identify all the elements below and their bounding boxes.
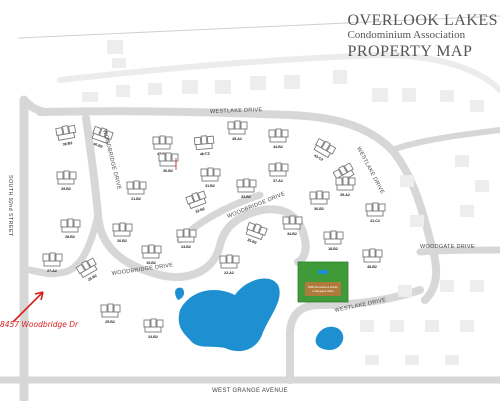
building-label: 36-B2 [314, 207, 324, 211]
building-44-B2: 44-B2 [268, 128, 289, 149]
building-35-B2: 35-B2 [245, 221, 268, 245]
building-34-B2: 34-B2 [282, 215, 303, 236]
title-line-1: OVERLOOK LAKES [347, 12, 498, 29]
ghost-road [57, 52, 500, 93]
building-30-B2: 30-B2 [158, 152, 179, 173]
building-31-B2: 31-B2 [200, 167, 221, 188]
building-label: 29-B2 [61, 187, 71, 191]
woodgate-drive-label: WOODGATE DRIVE [420, 244, 475, 250]
building-label: 33-B2 [241, 195, 251, 199]
recreation-facility-pool [318, 270, 328, 274]
building-label: 30-B2 [163, 169, 173, 173]
title-line-3: PROPERTY MAP [347, 43, 473, 60]
property-boundary [17, 15, 500, 39]
building-label: 28-B2 [65, 235, 75, 239]
woodbridge-drive-bottom [26, 211, 102, 278]
building-label: 32-B2 [195, 207, 206, 214]
building-label: 31-B2 [205, 184, 215, 188]
westlake-drive-bottom [286, 286, 424, 384]
main-lake [178, 278, 280, 352]
woodgate-drive [416, 246, 500, 256]
recreation-facility-building [305, 282, 341, 296]
building-label: 26-B2 [87, 274, 97, 282]
building-label: 35-B2 [247, 238, 258, 245]
building-27-A2: 27-A2 [42, 252, 63, 273]
building-20-B2: 20-B2 [112, 222, 133, 243]
building-label: 22-A2 [224, 271, 234, 275]
building-38-B2: 38-B2 [55, 124, 77, 147]
facility-label-line2: & Managers Office [312, 289, 334, 293]
building-48-B2: 48-B2 [362, 248, 383, 269]
building-label: 39-A2 [340, 193, 350, 197]
building-label: 27-A2 [47, 269, 57, 273]
title-line-2: Condominium Association [347, 29, 466, 41]
building-label: 41-C2 [370, 219, 380, 223]
building-40-B2: 40-B2 [91, 125, 114, 149]
map-title: OVERLOOK LAKES Condominium Association P… [347, 12, 498, 63]
building-28-B2: 28-B2 [60, 218, 81, 239]
roads [0, 52, 500, 401]
annotation-arrow [12, 291, 44, 323]
building-label: 44-B2 [273, 145, 283, 149]
building-label: 46-C2 [200, 152, 210, 157]
building-22-A2: 22-A2 [219, 254, 240, 275]
facility-label-line1: 8485 Recreational Facility [308, 285, 339, 289]
building-19-B2: 19-B2 [141, 244, 162, 265]
west-grange-avenue-label: WEST GRANGE AVENUE [212, 388, 288, 394]
small-lake [315, 326, 344, 350]
building-label: 48-B2 [367, 265, 377, 269]
building-45-A2: 45-A2 [227, 120, 248, 141]
westlake-drive-top-label: WESTLAKE DRIVE [210, 107, 263, 115]
building-label: 43-C2 [313, 154, 323, 162]
building-29-B2: 29-B2 [56, 170, 77, 191]
building-label: 37-A2 [273, 179, 283, 183]
building-43-C2: 43-C2 [313, 137, 337, 162]
building-32-B2: 32-B2 [185, 190, 207, 214]
building-37-A2: 37-A2 [268, 162, 289, 183]
address-annotation: 8457 Woodbridge Dr [0, 320, 79, 329]
building-39-A2: 39-A2 [335, 176, 356, 197]
building-label: 38-B2 [62, 141, 72, 147]
buildings-layer: 38-B240-B247-B246-C245-A244-B243-C242-B2… [42, 120, 386, 339]
ghost-buildings [82, 40, 489, 365]
building-25-B2: 25-B2 [100, 303, 121, 324]
building-label: 23-B2 [181, 245, 191, 249]
building-label: 18-B2 [328, 247, 338, 251]
building-26-B2: 26-B2 [75, 257, 98, 282]
building-18-B2: 18-B2 [323, 230, 344, 251]
right-connector [389, 127, 500, 153]
building-46-C2: 46-C2 [193, 135, 215, 157]
building-label: 34-B2 [287, 232, 297, 236]
building-23-B2: 23-B2 [176, 228, 197, 249]
building-41-C2: 41-C2 [365, 202, 386, 223]
lake-tail [175, 287, 185, 300]
building-label: 45-A2 [232, 137, 242, 141]
building-label: 21-B2 [131, 197, 141, 201]
building-label: 20-B2 [117, 239, 127, 243]
building-24-B2: 24-B2 [143, 318, 164, 339]
building-label: 40-B2 [93, 142, 104, 149]
building-label: 24-B2 [148, 335, 158, 339]
building-33-B2: 33-B2 [236, 178, 257, 199]
building-label: 25-B2 [105, 320, 115, 324]
building-36-B2: 36-B2 [309, 190, 330, 211]
south-92nd-street-label: SOUTH 92nd STREET [7, 175, 13, 237]
building-label: 19-B2 [146, 261, 156, 265]
building-21-B2: 21-B2 [126, 180, 147, 201]
entry-road-left [20, 96, 49, 116]
westlake-drive-right-label: WESTLAKE DRIVE [355, 146, 385, 195]
